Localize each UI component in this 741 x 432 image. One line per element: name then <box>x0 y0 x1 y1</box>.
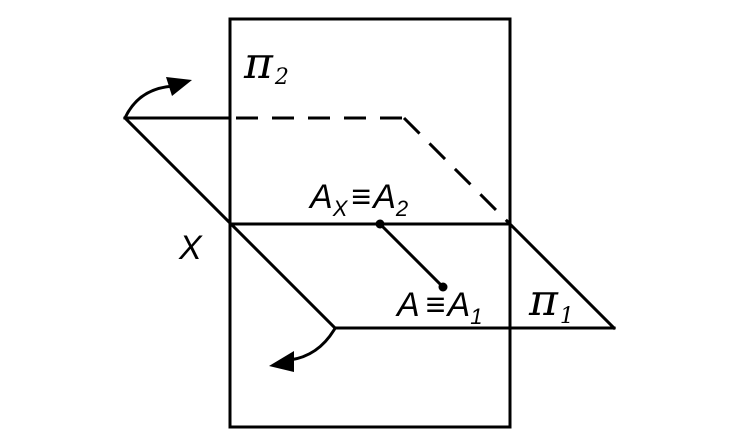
label-pi1: π1 <box>528 275 574 329</box>
plane-pi1-right-edge-visible <box>507 221 617 331</box>
point-a <box>438 282 448 292</box>
rotation-arc-bottom <box>288 327 337 362</box>
label-a-a1: A≡A1 <box>395 286 482 329</box>
label-pi2: π2 <box>243 38 289 90</box>
projection-line-a-ax <box>377 221 446 290</box>
point-ax <box>375 219 385 229</box>
rotation-arc-top <box>123 84 176 119</box>
plane-pi1-right-edge-hidden <box>402 116 512 226</box>
rotation-arrowhead-top <box>166 77 192 96</box>
label-ax-a2: AX≡A2 <box>308 178 408 221</box>
rotation-arrowhead-bottom <box>269 351 294 372</box>
label-x-axis: X <box>178 229 203 267</box>
